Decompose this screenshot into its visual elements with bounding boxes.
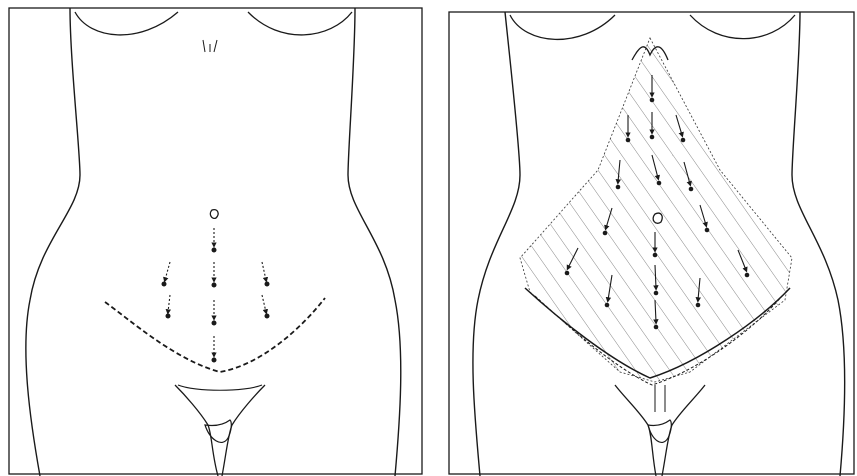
right-groin-line-right [662,385,705,476]
left-pubic-shape [205,420,231,442]
left-panel-frame [9,8,422,474]
right-torso-outline-left [473,12,520,476]
left-dots [162,248,270,363]
left-navel [210,210,218,219]
left-torso-outline-right [348,8,401,476]
left-pubic-top [178,385,262,390]
left-groin-line-right [222,385,265,476]
left-breast-curve-right [248,12,352,35]
left-breast-curve-left [75,12,178,35]
right-breast-curve-left [510,15,615,39]
left-torso-outline-left [26,8,80,476]
right-panel [449,12,854,476]
right-hatched-area [500,30,820,390]
left-groin-line-left [175,385,218,476]
right-pubic-lines [655,385,665,412]
right-torso-outline-right [792,12,845,476]
left-panel [9,8,422,476]
left-xiphoid-mark [203,40,217,52]
left-arrow-markers [165,228,266,355]
right-breast-curve-right [690,15,795,39]
